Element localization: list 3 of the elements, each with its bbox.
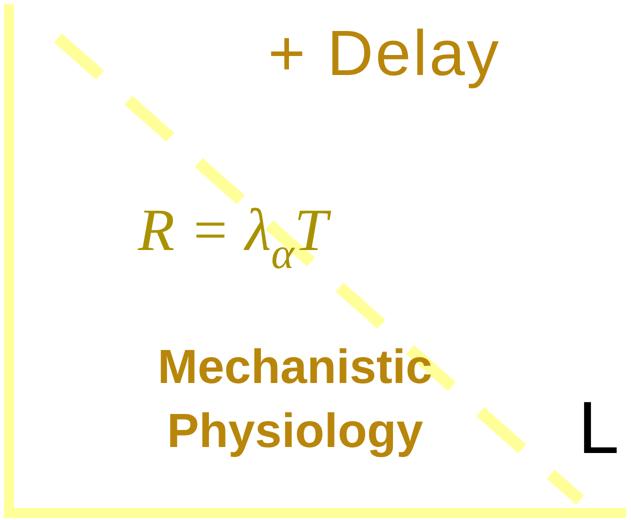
delay-label: + Delay (268, 16, 501, 90)
axis-label: L (578, 385, 620, 470)
mechanistic-physiology-label: Mechanistic Physiology (156, 340, 434, 460)
